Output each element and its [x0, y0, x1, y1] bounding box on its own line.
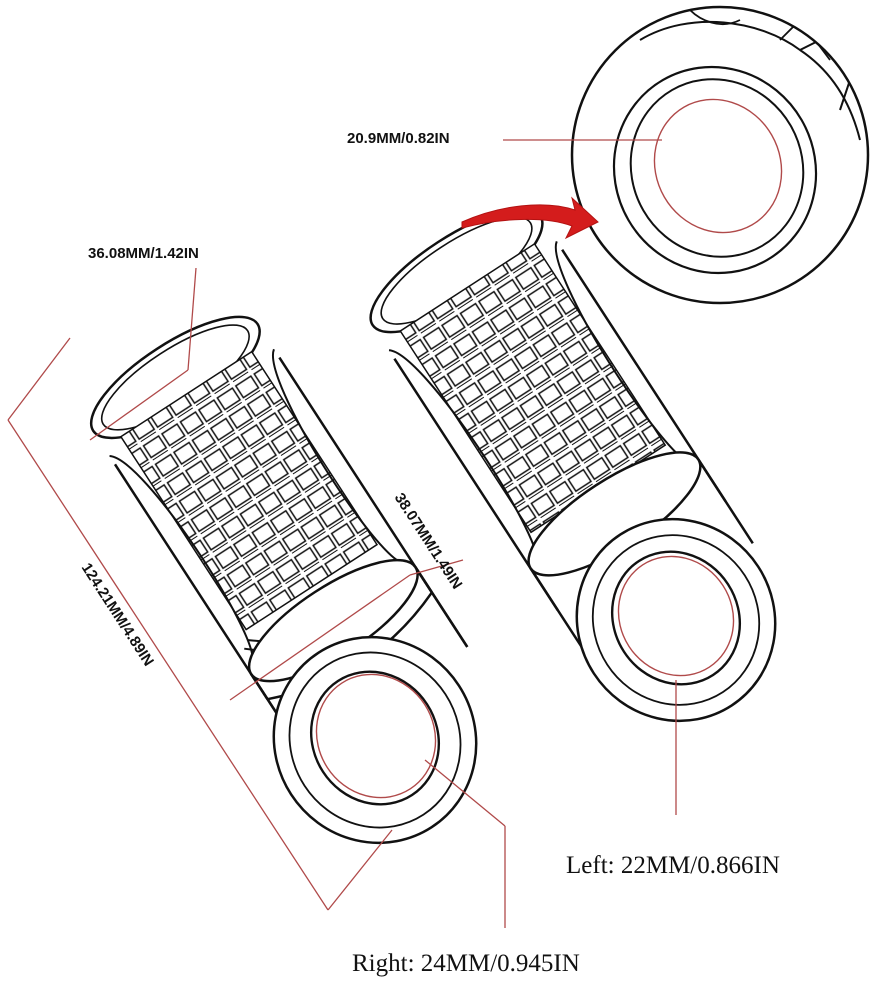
- left-grip-end-face: [272, 635, 478, 845]
- right-bore-dimension-label: Right: 24MM/0.945IN: [352, 950, 580, 977]
- grip-diameter-dimension-label: 36.08MM/1.42IN: [88, 245, 199, 262]
- inner-opening-dimension-label: 20.9MM/0.82IN: [347, 130, 450, 147]
- left-bore-dimension-label: Left: 22MM/0.866IN: [566, 852, 780, 879]
- right-grip-collar: [527, 451, 754, 653]
- dimension-lines: [7, 139, 677, 928]
- zoom-arrow: [461, 196, 599, 240]
- right-grip: [369, 207, 754, 653]
- zoom-detail-inset: [570, 5, 870, 305]
- right-grip-end-face: [575, 517, 777, 723]
